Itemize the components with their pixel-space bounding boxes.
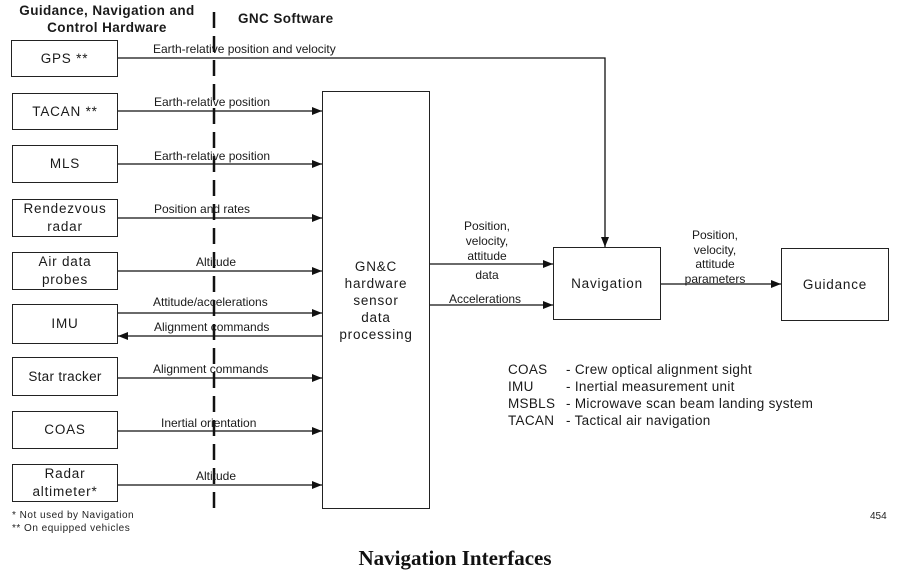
footnote-double-asterisk: ** On equipped vehicles xyxy=(12,523,131,534)
label-air-data-flow: Altitude xyxy=(196,255,237,269)
box-gps: GPS ** xyxy=(11,40,118,77)
label-tacan-flow: Earth-relative position xyxy=(154,95,271,109)
glossary-abbr: IMU xyxy=(508,379,534,394)
box-imu: IMU xyxy=(12,304,118,344)
label-mls-flow: Earth-relative position xyxy=(154,149,271,163)
box-navigation: Navigation xyxy=(553,247,661,320)
label-pva-flow: Position, velocity, attitude xyxy=(463,219,511,263)
label-radar-altimeter-flow: Altitude xyxy=(196,469,237,483)
glossary-abbr: COAS xyxy=(508,362,548,377)
footnote-single-asterisk: * Not used by Navigation xyxy=(12,510,135,521)
glossary-row: IMU - Inertial measurement unit xyxy=(508,378,813,395)
box-gnc-processing: GN&C hardware sensor data processing xyxy=(322,91,430,509)
glossary-abbr: TACAN xyxy=(508,413,555,428)
glossary-definition: - Microwave scan beam landing system xyxy=(566,396,814,411)
box-star-tracker: Star tracker xyxy=(12,357,118,396)
label-rendezvous-flow: Position and rates xyxy=(154,202,251,216)
label-nav-guidance-flow: Position, velocity, attitude parameters xyxy=(684,228,746,286)
label-imu-in-flow: Alignment commands xyxy=(154,320,270,334)
box-mls: MLS xyxy=(12,145,118,183)
glossary-row: MSBLS - Microwave scan beam landing syst… xyxy=(508,395,813,412)
software-header: GNC Software xyxy=(238,11,334,26)
glossary-abbr: MSBLS xyxy=(508,396,556,411)
hardware-header: Guidance, Navigation and Control Hardwar… xyxy=(19,3,195,35)
glossary-row: TACAN - Tactical air navigation xyxy=(508,412,813,429)
glossary-definition: - Tactical air navigation xyxy=(566,413,711,428)
box-guidance: Guidance xyxy=(781,248,889,321)
box-radar-altimeter: Radar altimeter* xyxy=(12,464,118,502)
box-tacan: TACAN ** xyxy=(12,93,118,130)
glossary-definition: - Inertial measurement unit xyxy=(566,379,735,394)
box-coas: COAS xyxy=(12,411,118,449)
figure-caption: Navigation Interfaces xyxy=(358,546,552,570)
box-rendezvous-radar: Rendezvous radar xyxy=(12,199,118,237)
glossary-row: COAS - Crew optical alignment sight xyxy=(508,361,813,378)
label-coas-flow: Inertial orientation xyxy=(161,416,257,430)
label-star-tracker-flow: Alignment commands xyxy=(153,362,269,376)
label-accelerations-flow: Accelerations xyxy=(449,292,522,306)
glossary: COAS - Crew optical alignment sight IMU … xyxy=(508,361,813,429)
flow-gps-navigation xyxy=(118,57,609,247)
glossary-definition: - Crew optical alignment sight xyxy=(566,362,753,377)
label-imu-out-flow: Attitude/accelerations xyxy=(153,295,268,309)
box-air-data-probes: Air data probes xyxy=(12,252,118,290)
page-number: 454 xyxy=(870,511,887,522)
label-pva-flow-data: data xyxy=(475,268,499,282)
label-gps-flow: Earth-relative position and velocity xyxy=(153,42,336,56)
